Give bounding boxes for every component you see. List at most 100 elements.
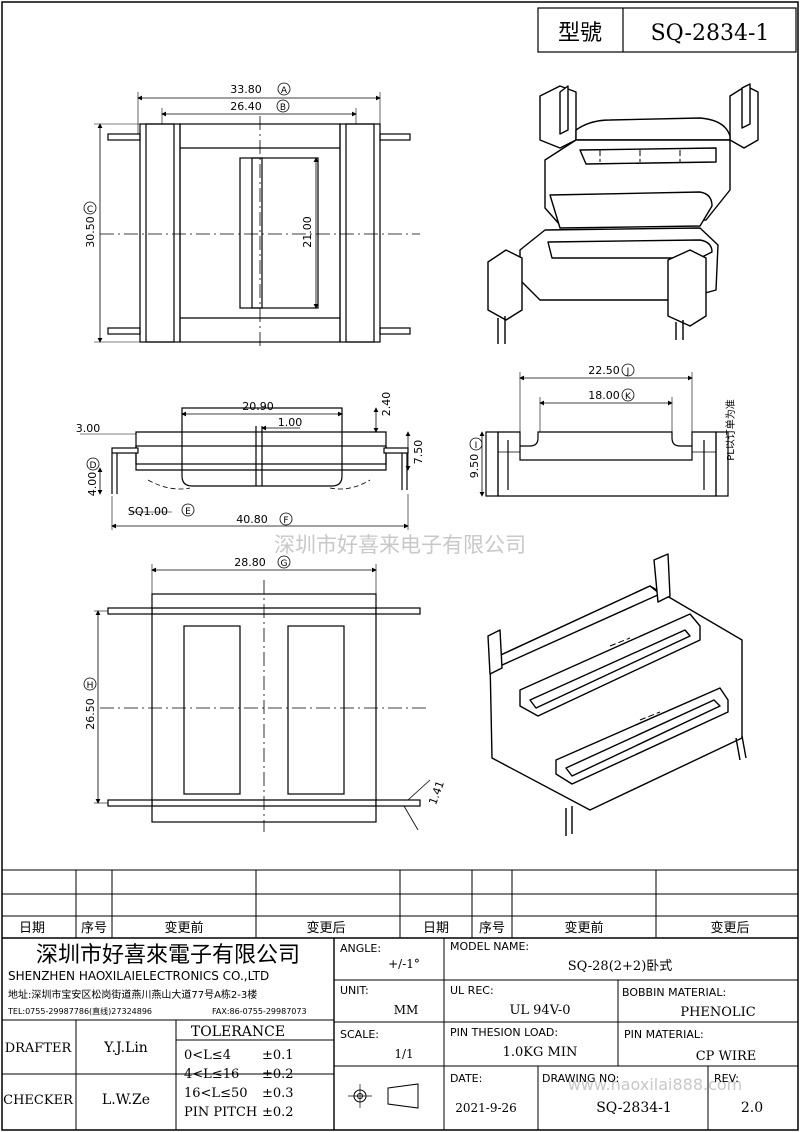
pin-load-label: PIN THESION LOAD:	[450, 1026, 558, 1039]
company-name-en: SHENZHEN HAOXILAIELECTRONICS CO.,LTD	[8, 969, 269, 983]
rev-header-after-1: 变更后	[306, 920, 345, 936]
drafter-value: Y.J.Lin	[103, 1040, 148, 1056]
dim-k-value: 18.00	[588, 389, 620, 402]
top-view	[94, 92, 420, 350]
bobbin-material-label: BOBBIN MATERIAL:	[622, 986, 726, 999]
model-name-value: SQ-28(2+2)卧式	[568, 959, 673, 974]
tag-g-circle	[277, 555, 291, 569]
rev-label: REV:	[714, 1072, 739, 1085]
tag-f: F	[283, 516, 288, 526]
tag-f-circle	[279, 512, 293, 526]
tol-range-1: 0<L≤4	[184, 1048, 231, 1063]
rev-header-after-2: 变更后	[710, 920, 749, 936]
tag-h: H	[87, 681, 94, 691]
tag-c-circle	[83, 201, 97, 215]
rev-value: 2.0	[741, 1100, 763, 1116]
dim-h-value: 26.50	[84, 698, 97, 730]
tag-i: I	[475, 441, 478, 451]
date-value: 2021-9-26	[455, 1101, 517, 1115]
pin-material-value: CP WIRE	[696, 1049, 757, 1064]
dim-141-value: 1.41	[426, 779, 447, 806]
angle-value: +/-1°	[388, 957, 420, 971]
tag-j: J	[626, 367, 630, 377]
dim-slot-value: 1.00	[278, 416, 303, 429]
watermark-url: www.haoxilai888.com	[568, 1075, 743, 1094]
rev-header-date-2: 日期	[423, 921, 449, 936]
tag-k: K	[625, 392, 632, 402]
dim-b-value: 26.40	[230, 100, 262, 113]
rev-header-before-1: 变更前	[164, 920, 203, 936]
isometric-view-bottom	[487, 553, 747, 836]
tol-range-4: PIN PITCH	[184, 1105, 257, 1120]
rev-header-no-1: 序号	[81, 921, 107, 936]
revision-table	[2, 869, 798, 939]
tag-e: E	[185, 507, 191, 517]
angle-label: ANGLE:	[340, 942, 381, 955]
company-fax: FAX:86-0755-29987073	[212, 1007, 307, 1016]
dim-j-value: 22.50	[588, 364, 620, 377]
dim-c-value: 30.50	[84, 216, 97, 248]
dim-400-value: 4.00	[86, 472, 99, 497]
header-model-box: 型號 SQ-2834-1	[537, 7, 797, 53]
tol-value-1: ±0.1	[262, 1048, 294, 1063]
dim-4080-value: 40.80	[236, 513, 268, 526]
bottom-view	[94, 564, 431, 832]
dim-sq-value: SQ1.00	[128, 505, 168, 518]
tag-g: G	[281, 559, 288, 569]
drawing-no-label: DRAWING NO:	[542, 1072, 619, 1085]
tag-b: B	[280, 103, 286, 113]
isometric-view-top	[487, 83, 759, 344]
header-model-label: 型號	[558, 21, 602, 46]
drafter-label: DRAFTER	[5, 1041, 73, 1056]
dim-300-value: 3.00	[76, 422, 101, 435]
dim-top-value: 20.90	[242, 400, 274, 413]
tag-a-circle	[277, 82, 291, 96]
tag-i-circle	[469, 437, 483, 451]
rev-header-date-1: 日期	[19, 921, 45, 936]
tag-d-circle	[86, 457, 100, 471]
company-tel: TEL:0755-29987786(直线)27324896	[7, 1006, 152, 1016]
tag-e-circle	[181, 503, 195, 517]
pin-load-value: 1.0KG MIN	[503, 1045, 578, 1060]
company-address: 地址:深圳市宝安区松岗街道燕川燕山大道77号A栋2-3楼	[8, 988, 257, 1001]
dim-center-value: 21.00	[301, 216, 314, 248]
header-model-value: SQ-2834-1	[651, 21, 770, 46]
pin-material-label: PIN MATERIAL:	[624, 1028, 704, 1041]
dim-950-value: 9.50	[468, 454, 481, 479]
tol-value-3: ±0.3	[262, 1086, 294, 1101]
tag-c: C	[87, 205, 93, 215]
scale-value: 1/1	[394, 1047, 413, 1061]
model-name-label: MODEL NAME:	[450, 940, 529, 953]
tol-value-4: ±0.2	[262, 1105, 294, 1120]
company-name-cn: 深圳市好喜來電子有限公司	[36, 943, 300, 968]
tag-d: D	[90, 461, 97, 471]
end-view-note: PL以订单为准	[725, 399, 737, 461]
tag-j-circle	[621, 363, 635, 377]
rev-header-no-2: 序号	[479, 921, 505, 936]
drawing-no-value: SQ-2834-1	[596, 1100, 672, 1116]
unit-value: MM	[394, 1003, 419, 1017]
tol-value-2: ±0.2	[262, 1067, 294, 1082]
tol-range-2: 4<L≤16	[184, 1067, 239, 1082]
unit-label: UNIT:	[340, 984, 369, 997]
rev-header-before-2: 变更前	[564, 920, 603, 936]
tag-h-circle	[83, 677, 97, 691]
tol-range-3: 16<L≤50	[184, 1086, 248, 1101]
bobbin-material-value: PHENOLIC	[680, 1005, 755, 1020]
dim-240-value: 2.40	[380, 392, 393, 417]
tolerance-title: TOLERANCE	[191, 1024, 285, 1040]
dim-g-value: 28.80	[234, 556, 266, 569]
title-block	[2, 938, 798, 1130]
watermark-text: 深圳市好喜来电子有限公司	[274, 533, 526, 557]
ul-value: UL 94V-0	[509, 1003, 570, 1018]
dim-a-value: 33.80	[230, 83, 262, 96]
dim-750-value: 7.50	[412, 440, 425, 465]
checker-label: CHECKER	[3, 1093, 74, 1108]
tag-b-circle	[276, 99, 290, 113]
date-label: DATE:	[450, 1072, 482, 1085]
end-view	[479, 372, 729, 497]
tag-k-circle	[621, 388, 635, 402]
ul-label: UL REC:	[450, 984, 494, 997]
